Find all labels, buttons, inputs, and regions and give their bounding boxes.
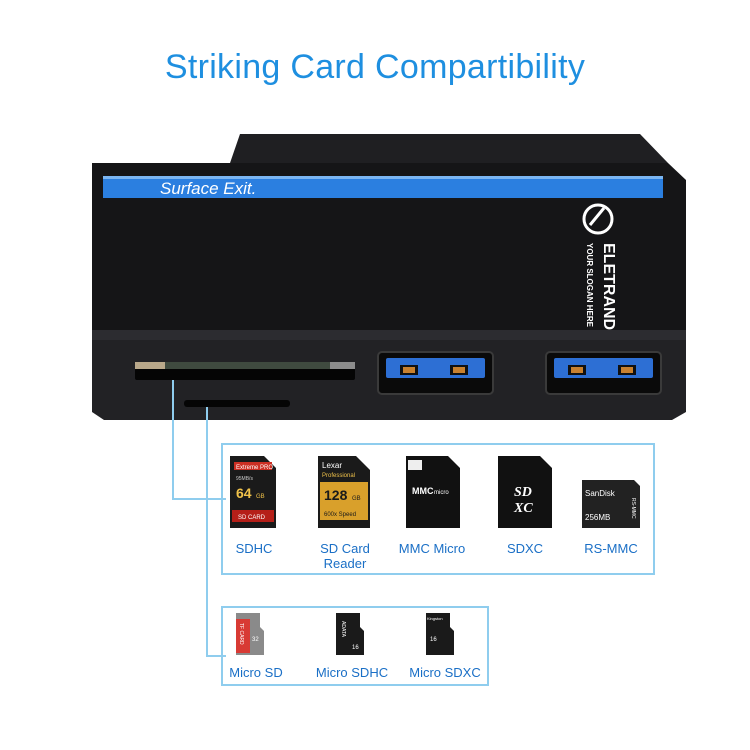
svg-text:128: 128 [324, 487, 348, 503]
sd-connector-line-h [172, 498, 226, 500]
svg-text:GB: GB [352, 496, 361, 502]
svg-text:XC: XC [513, 501, 533, 516]
sd-connector-line-v [172, 380, 174, 500]
svg-text:SD CARD: SD CARD [238, 515, 266, 521]
svg-text:RS-MMC: RS-MMC [630, 498, 636, 519]
micro-card-frame [221, 606, 489, 686]
micro-sdxc-card-icon: Kingston 16 [426, 613, 454, 655]
usb-port-1 [377, 351, 494, 395]
svg-text:TF CARD: TF CARD [238, 623, 244, 645]
label-strip [103, 176, 663, 198]
micro-connector-line-v [206, 407, 208, 657]
sd-card-reader-icon: Lexar Professional 128 GB 600x Speed [318, 456, 370, 528]
usb-port-2 [545, 351, 662, 395]
svg-text:95MB/s: 95MB/s [236, 476, 253, 482]
svg-text:Kingston: Kingston [427, 616, 443, 621]
sd-card-frame [221, 443, 655, 575]
svg-text:600x Speed: 600x Speed [324, 512, 356, 518]
mmc-micro-icon: MMC micro [406, 456, 460, 528]
micro-sd-card-icon: TF CARD 32 [236, 613, 264, 655]
label-micro-sd: Micro SD [229, 665, 283, 680]
svg-text:32: 32 [252, 637, 259, 643]
label-micro-sdhc: Micro SDHC [315, 665, 389, 680]
svg-text:ADATA: ADATA [340, 621, 346, 638]
micro-sdhc-card-icon: ADATA 16 [336, 613, 364, 655]
svg-text:SanDisk: SanDisk [585, 489, 616, 498]
svg-text:64: 64 [236, 485, 252, 501]
micro-connector-line-h [206, 655, 226, 657]
micro-card-row: TF CARD 32 ADATA 16 Kingston 16 [236, 613, 454, 655]
label-sdhc: SDHC [235, 541, 273, 556]
label-sdxc: SDXC [506, 541, 544, 556]
brand-logo-icon [582, 203, 614, 235]
micro-sd-slot [184, 400, 290, 407]
sd-card-row: Extreme PRO 95MB/s 64 GB SD CARD Lexar P… [230, 456, 640, 528]
svg-text:Lexar: Lexar [322, 461, 342, 470]
svg-text:Extreme PRO: Extreme PRO [236, 465, 273, 471]
label-rs-mmc: RS-MMC [584, 541, 638, 556]
brand-name: ELETRAND [600, 243, 617, 330]
svg-text:micro: micro [434, 490, 449, 496]
strip-text: Surface Exit. [160, 179, 256, 198]
sdxc-card-icon: SD XC [498, 456, 552, 528]
svg-text:GB: GB [256, 494, 265, 500]
page-title: Striking Card Compartibility [164, 48, 586, 86]
label-mmc-micro: MMC Micro [398, 541, 466, 556]
svg-text:16: 16 [430, 637, 437, 643]
svg-text:16: 16 [352, 645, 359, 651]
brand-slogan: YOUR SLOGAN HERE [585, 243, 594, 328]
svg-text:MMC: MMC [412, 486, 434, 496]
svg-text:256MB: 256MB [585, 513, 610, 522]
label-micro-sdxc: Micro SDXC [409, 665, 481, 680]
svg-text:Professional: Professional [322, 473, 355, 479]
sdhc-card-icon: Extreme PRO 95MB/s 64 GB SD CARD [230, 456, 276, 528]
rs-mmc-card-icon: SanDisk 256MB RS-MMC [582, 480, 640, 528]
svg-text:SD: SD [514, 485, 532, 500]
